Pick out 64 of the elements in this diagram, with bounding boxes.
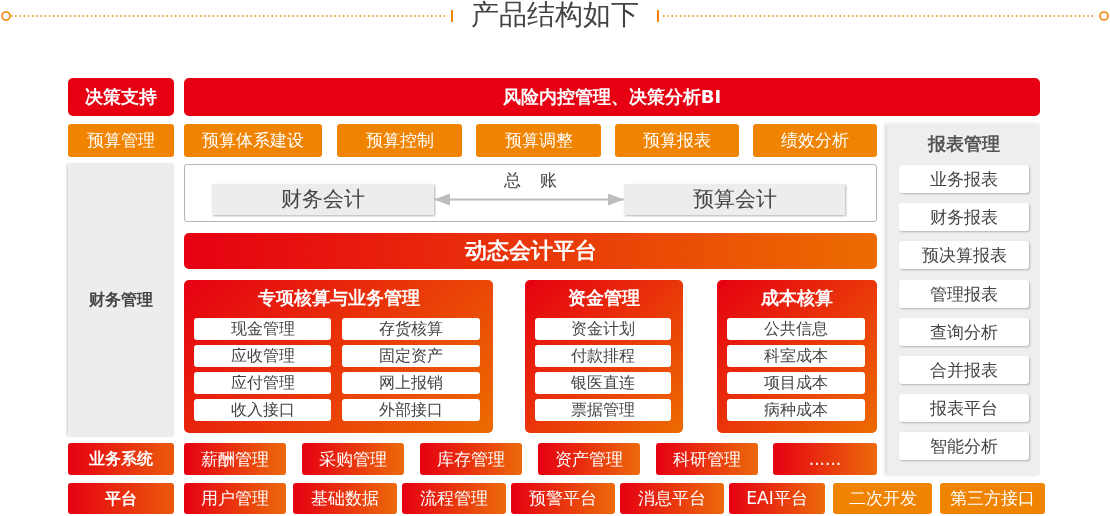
module-box: ...... (773, 443, 877, 475)
banner-bar: 动态会计平台 (184, 233, 877, 269)
module-box: 采购管理 (302, 443, 404, 475)
module-box: 消息平台 (620, 483, 724, 514)
double-arrow (433, 193, 625, 206)
panel-heading: 成本核算 (761, 288, 833, 309)
report-item: 合并报表 (899, 356, 1029, 384)
module-item: 银医直连 (535, 372, 671, 394)
module-item: 现金管理 (194, 318, 331, 340)
module-box: 库存管理 (420, 443, 522, 475)
module-item: 病种成本 (727, 399, 865, 421)
module-box: 流程管理 (402, 483, 506, 514)
module-item: 固定资产 (342, 345, 480, 367)
module-panel (525, 280, 683, 433)
module-item: 项目成本 (727, 372, 865, 394)
panel-heading: 资金管理 (568, 288, 640, 309)
ledger-box: 财务会计 (212, 184, 434, 215)
module-box: EAI平台 (729, 483, 825, 514)
module-box: 科研管理 (656, 443, 758, 475)
panel-heading: 报表管理 (927, 134, 1000, 155)
report-item: 查询分析 (899, 318, 1029, 346)
module-box: 基础数据 (293, 483, 397, 514)
report-item: 财务报表 (899, 203, 1029, 231)
layer-label: 平台 (68, 483, 174, 514)
report-item: 智能分析 (899, 432, 1029, 460)
module-box: 用户管理 (184, 483, 286, 514)
module-box: 薪酬管理 (184, 443, 286, 475)
layer-label: 财务管理 (68, 164, 174, 436)
frame-heading: 总 账 (503, 171, 558, 191)
report-item: 业务报表 (899, 165, 1029, 193)
module-box: 第三方接口 (940, 483, 1045, 514)
module-item: 应收管理 (194, 345, 331, 367)
module-box: 二次开发 (833, 483, 932, 514)
module-item: 票据管理 (535, 399, 671, 421)
module-item: 存货核算 (342, 318, 480, 340)
module-box: 预算报表 (615, 124, 739, 157)
module-item: 网上报销 (342, 372, 480, 394)
module-box: 预算体系建设 (184, 124, 322, 157)
layer-label: 业务系统 (68, 443, 174, 475)
module-item: 公共信息 (727, 318, 865, 340)
report-panel (887, 124, 1040, 475)
ledger-frame (184, 164, 877, 222)
report-item: 预决算报表 (899, 241, 1029, 269)
module-box: 预算控制 (337, 124, 462, 157)
module-item: 科室成本 (727, 345, 865, 367)
report-item: 报表平台 (899, 394, 1029, 422)
module-box: 预算管理 (68, 124, 174, 157)
module-box: 资产管理 (538, 443, 640, 475)
module-panel (184, 280, 493, 433)
module-item: 收入接口 (194, 399, 331, 421)
module-item: 外部接口 (342, 399, 480, 421)
layer-label: 决策支持 (68, 78, 174, 116)
module-item: 付款排程 (535, 345, 671, 367)
ledger-box: 预算会计 (624, 184, 845, 215)
module-panel (717, 280, 877, 433)
module-box: 绩效分析 (753, 124, 877, 157)
module-item: 应付管理 (194, 372, 331, 394)
report-item: 管理报表 (899, 280, 1029, 308)
panel-heading: 专项核算与业务管理 (257, 288, 420, 309)
module-box: 预警平台 (511, 483, 615, 514)
page-title: 产品结构如下 (471, 0, 639, 32)
module-item: 资金计划 (535, 318, 671, 340)
banner-bar: 风险内控管理、决策分析BI (184, 78, 1040, 116)
module-box: 预算调整 (476, 124, 601, 157)
